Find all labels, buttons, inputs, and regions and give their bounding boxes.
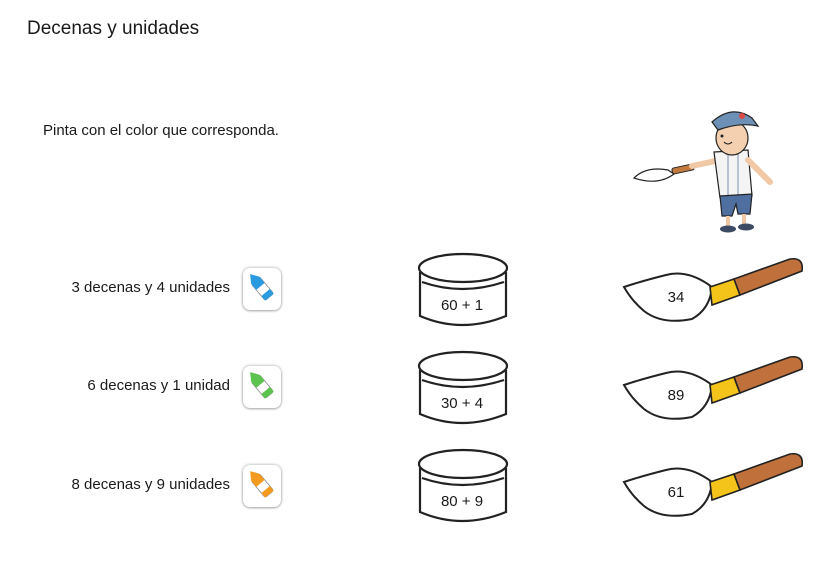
paint-brush-3[interactable]: 61	[622, 452, 806, 522]
paint-brush-1[interactable]: 34	[622, 257, 806, 327]
pot-sum-text: 80 + 9	[440, 493, 484, 510]
pot-sum-text: 60 + 1	[440, 297, 484, 314]
orange-crayon-icon	[250, 471, 274, 498]
brush-number-text: 89	[667, 387, 685, 404]
row-2-label: 6 decenas y 1 unidad	[87, 377, 230, 394]
green-crayon-icon	[250, 372, 274, 399]
instruction-text: Pinta con el color que corresponda.	[43, 122, 279, 139]
pot-sum-text: 30 + 4	[440, 395, 484, 412]
blue-crayon-button[interactable]	[243, 268, 281, 310]
paint-pot-1[interactable]: 60 + 1	[416, 250, 512, 330]
paint-pot-icon	[417, 252, 509, 327]
row-3-label: 8 decenas y 9 unidades	[71, 476, 230, 493]
row-1-label: 3 decenas y 4 unidades	[71, 279, 230, 296]
page-title: Decenas y unidades	[27, 18, 200, 39]
paint-pot-3[interactable]: 80 + 9	[416, 446, 512, 526]
paint-brush-icon	[622, 452, 804, 517]
paint-pot-2[interactable]: 30 + 4	[416, 348, 512, 428]
blue-crayon-icon	[250, 274, 274, 301]
brush-number-text: 61	[667, 484, 685, 501]
brush-number-text: 34	[667, 289, 685, 306]
paint-brush-icon	[622, 355, 804, 420]
paint-pot-icon	[417, 350, 509, 425]
orange-crayon-button[interactable]	[243, 465, 281, 507]
paint-brush-icon	[622, 257, 804, 322]
paint-pot-icon	[417, 448, 509, 523]
boy-with-paintbrush-illustration	[628, 100, 780, 234]
green-crayon-button[interactable]	[243, 366, 281, 408]
paint-brush-2[interactable]: 89	[622, 355, 806, 425]
